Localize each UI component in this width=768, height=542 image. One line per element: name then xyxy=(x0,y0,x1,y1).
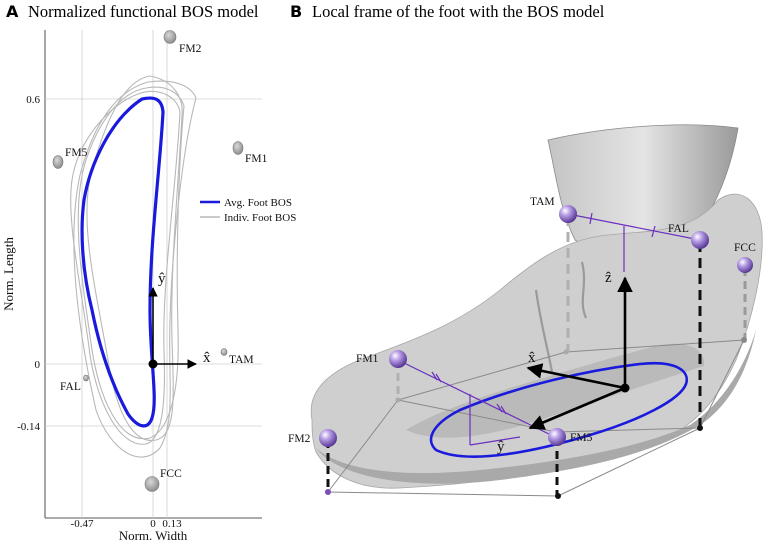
panel-b-title: Local frame of the foot with the BOS mod… xyxy=(312,2,605,21)
label-fm1-a: FM1 xyxy=(245,153,268,165)
x-tick-zero: 0 xyxy=(150,518,156,530)
marker-fal-dot xyxy=(83,374,89,382)
panel-a-legend: Avg. Foot BOS Indiv. Foot BOS xyxy=(200,197,296,224)
x-tick-left: -0.47 xyxy=(71,518,94,530)
y-tick-top: 0.6 xyxy=(26,94,40,106)
label-fcc-a: FCC xyxy=(160,468,182,480)
marker-fm1-dot xyxy=(232,141,244,155)
legend-indiv-label: Indiv. Foot BOS xyxy=(224,212,296,224)
marker-fcc-dot xyxy=(144,476,160,492)
legend-avg-label: Avg. Foot BOS xyxy=(224,197,292,209)
panel-a-origin xyxy=(148,359,158,369)
label-fm2-a: FM2 xyxy=(179,43,202,55)
label-fm1-b: FM1 xyxy=(356,353,379,365)
x-axis-label: Norm. Width xyxy=(119,528,188,542)
marker-fal-sphere xyxy=(691,231,709,249)
indiv-bos-outlines xyxy=(70,75,197,458)
avg-bos-foot-outline xyxy=(429,361,689,458)
panel-b-z-hat: ẑ xyxy=(605,270,612,286)
y-tick-bottom: -0.14 xyxy=(17,421,40,433)
marker-fm1-sphere xyxy=(389,350,407,368)
foot-body xyxy=(310,193,763,489)
label-fm5-b: FM5 xyxy=(570,432,593,444)
panel-b-frame xyxy=(526,276,633,430)
panel-b-y-vector xyxy=(528,386,626,430)
panel-b-x-vector xyxy=(526,363,626,390)
panel-a-x-hat: x̂ xyxy=(203,350,211,366)
panel-b-origin xyxy=(620,383,630,393)
label-fcc-b: FCC xyxy=(734,242,756,254)
panel-b-y-hat: ŷ xyxy=(497,439,505,455)
marker-tam-sphere xyxy=(559,205,577,223)
y-tick-zero: 0 xyxy=(35,359,41,371)
foot-sole-shade xyxy=(316,330,756,484)
label-fm5-a: FM5 xyxy=(65,147,88,159)
label-fal-b: FAL xyxy=(668,223,689,235)
y-axis-label: Norm. Length xyxy=(1,237,16,311)
panel-b-letter: B xyxy=(290,2,302,21)
label-fm2-b: FM2 xyxy=(288,433,311,445)
foot-tendon-lines xyxy=(534,261,588,373)
marker-fm5-dot xyxy=(52,155,64,169)
panel-a-letter: A xyxy=(6,2,19,21)
avg-bos-outline xyxy=(80,96,165,428)
label-tam-b: TAM xyxy=(530,196,555,208)
panel-b-x-hat: x̂ xyxy=(528,350,536,366)
panel-a-y-hat: ŷ xyxy=(158,271,166,287)
panel-b: B Local frame of the foot with the BOS m… xyxy=(288,2,763,499)
box-corner-dots xyxy=(325,337,747,499)
marker-tam-dot xyxy=(220,348,228,356)
label-fal-a: FAL xyxy=(60,381,81,393)
x-tick-right: 0.13 xyxy=(162,518,182,530)
marker-fcc-sphere xyxy=(737,257,753,273)
panel-a-title: Normalized functional BOS model xyxy=(28,2,259,21)
marker-fm5-sphere xyxy=(548,428,566,446)
label-tam-a: TAM xyxy=(229,354,254,366)
foot-arch-shade xyxy=(406,343,705,438)
marker-fm2-sphere xyxy=(319,429,337,447)
marker-fm2-dot xyxy=(163,30,177,44)
bos-box-lines xyxy=(327,339,745,497)
panel-a: A Normalized functional BOS model 0.6 0 … xyxy=(1,2,296,542)
construction-lines xyxy=(397,212,701,446)
